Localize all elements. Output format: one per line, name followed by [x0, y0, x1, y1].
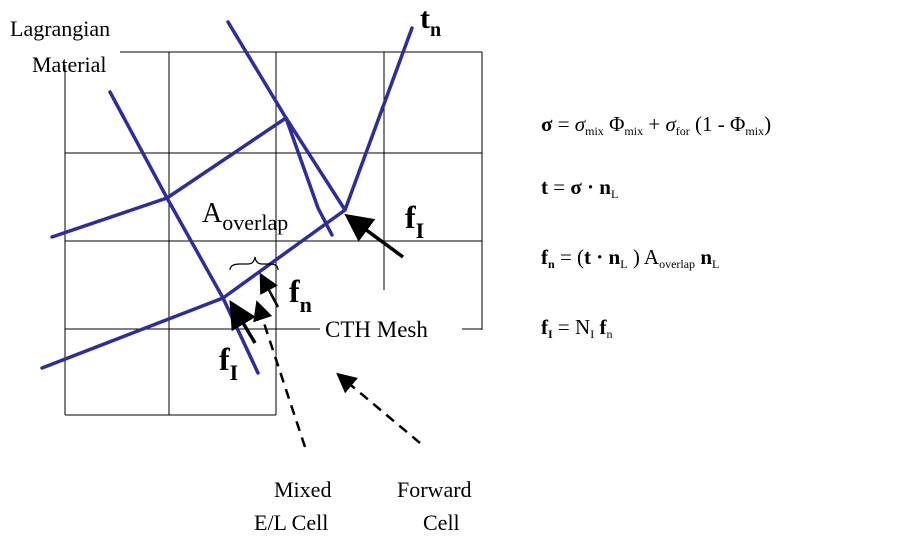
- equation-fi: fI = NI fn: [541, 315, 612, 340]
- equation-traction: t = σ · nL: [541, 175, 618, 200]
- lagrangian-line-front: [40, 26, 414, 370]
- diagram: Lagrangian Material tn Aoverlap fI fn fI…: [10, 2, 483, 535]
- forward-cell-label-line2: Cell: [423, 510, 460, 535]
- eq-fi-f: f: [599, 315, 607, 339]
- overlap-bracket: [229, 256, 279, 271]
- eq-fi-eq: = N: [552, 315, 591, 339]
- eq-fn-t: t: [584, 245, 592, 269]
- eq-sigma-tail-sub: mix: [745, 124, 765, 138]
- equation-sigma: σ = σmix Φmix + σfor (1 - Φmix): [541, 112, 771, 137]
- eq-fi-f-sub: n: [606, 327, 613, 341]
- eq-fn-dot: ·: [591, 245, 609, 269]
- fi-right-base: f: [405, 199, 416, 235]
- mixed-cell-label-line2: E/L Cell: [254, 510, 328, 535]
- forward-cell-label-line1: Forward: [397, 477, 472, 502]
- lagrangian-line-left: [108, 90, 260, 375]
- tn-label-base: t: [420, 2, 430, 35]
- eq-fn-n-sub: L: [620, 257, 628, 271]
- a-overlap-label: Aoverlap: [202, 198, 288, 235]
- eq-sigma-tail-open: (1 - Φ: [689, 112, 746, 136]
- fi-label-right: fI: [405, 199, 424, 243]
- fn-sub: n: [300, 292, 312, 317]
- arrow-fn: [259, 272, 280, 308]
- lagrangian-line-top: [50, 116, 347, 239]
- eq-fn-n: n: [608, 245, 621, 269]
- fi-bottom-base: f: [219, 341, 230, 377]
- eq-sigma-eq: =: [552, 112, 575, 136]
- eq-t-n: n: [599, 175, 611, 199]
- arrow-fi-right: [344, 213, 405, 259]
- lagrangian-line-upper: [226, 20, 334, 237]
- eq-t-sigma: σ: [570, 175, 582, 199]
- eq-fn-a-sub: overlap: [659, 257, 696, 271]
- eq-fi-lhs: f: [541, 315, 548, 339]
- arrow-forward-cell: [336, 372, 421, 444]
- lagrangian-label-line1: Lagrangian: [10, 16, 110, 41]
- eq-fi-lhs-sub: I: [548, 327, 553, 341]
- equation-fn: fn = (t · nL ) Aoverlap nL: [541, 245, 719, 270]
- arrow-fi-bottom: [229, 299, 257, 344]
- eq-t-dot: ·: [581, 175, 600, 199]
- fn-base: f: [289, 273, 300, 309]
- eq-sigma-plus: +: [643, 112, 666, 136]
- force-arrows: [229, 213, 421, 448]
- lagrangian-label-line2: Material: [32, 52, 107, 77]
- eq-t-lhs: t: [541, 175, 548, 199]
- eq-fn-close: ) A: [627, 245, 660, 269]
- fi-bottom-sub: I: [230, 360, 239, 385]
- a-overlap-sub: overlap: [222, 210, 288, 235]
- eq-t-eq: =: [548, 175, 571, 199]
- eq-sigma-s1: σ: [574, 112, 586, 136]
- fi-label-bottom: fI: [219, 341, 238, 385]
- eq-fn-lhs: f: [541, 245, 548, 269]
- lagrangian-mesh: [40, 20, 414, 375]
- eq-sigma-phi1-sub: mix: [624, 124, 644, 138]
- tn-label: tn: [420, 2, 441, 41]
- a-overlap-base: A: [202, 198, 223, 229]
- eq-sigma-tail-close: ): [764, 112, 772, 136]
- cth-mesh-grid: [64, 51, 483, 416]
- eq-sigma-s2: σ: [665, 112, 676, 136]
- tn-label-sub: n: [430, 19, 441, 41]
- eq-fn-lhs-sub: n: [548, 257, 555, 271]
- eq-sigma-lhs: σ: [541, 112, 553, 136]
- arrow-mixed-cell: [253, 300, 307, 448]
- eq-sigma-phi1: Φ: [609, 112, 625, 136]
- eq-sigma-s1-sub: mix: [585, 124, 604, 138]
- eq-fn-n2-sub: L: [712, 257, 720, 271]
- eq-fn-eq: = (: [554, 245, 585, 269]
- fi-right-sub: I: [416, 218, 425, 243]
- cth-mesh-label: CTH Mesh: [325, 317, 428, 342]
- eq-fn-n2: n: [700, 245, 712, 269]
- mixed-cell-label-line1: Mixed: [274, 477, 331, 502]
- eq-sigma-s2-sub: for: [675, 124, 690, 138]
- eq-t-n-sub: L: [610, 187, 619, 201]
- fn-label: fn: [289, 273, 312, 317]
- eq-fi-N-sub: I: [590, 327, 595, 341]
